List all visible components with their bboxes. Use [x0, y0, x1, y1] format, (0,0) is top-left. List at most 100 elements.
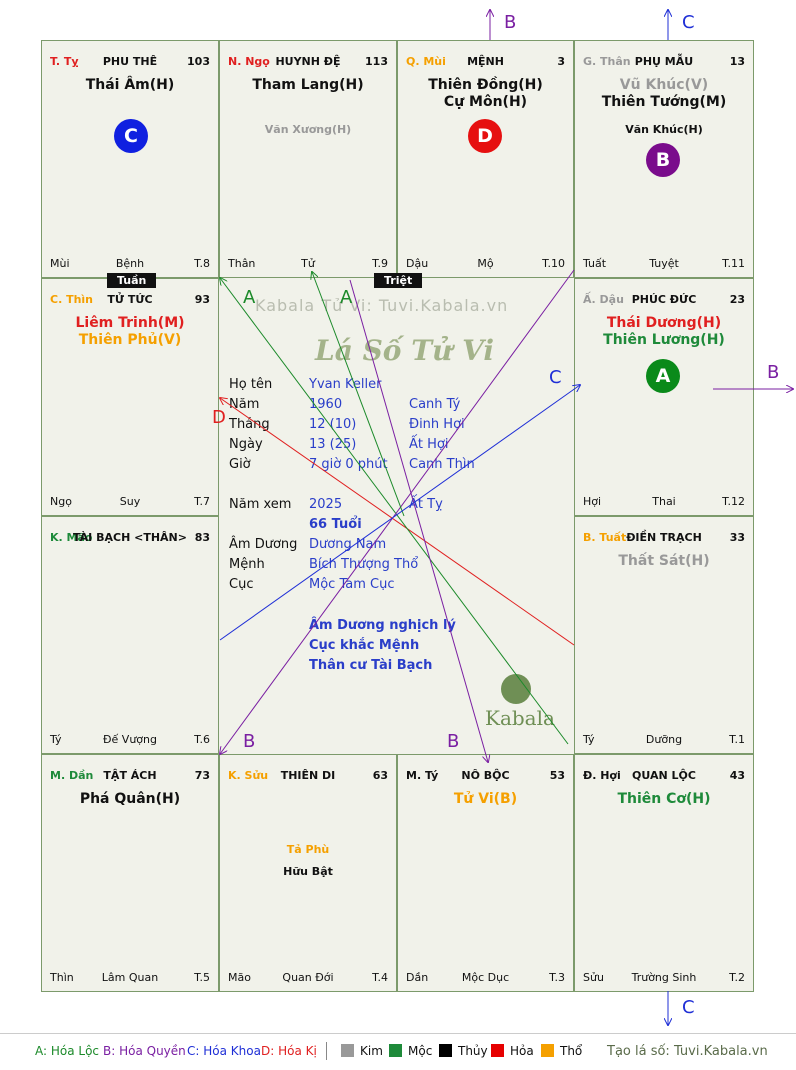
main-stars: Phá Quân(H)	[42, 791, 218, 808]
palace-footer-left: Hợi	[583, 495, 602, 508]
palace-footer-left: Mão	[228, 971, 251, 984]
palace-number: 73	[194, 769, 210, 782]
palace-than[interactable]: G. Thân PHỤ MẪU 13 Vũ Khúc(V) Thiên Tướn…	[574, 40, 754, 278]
palace-footer-right: T.2	[729, 971, 745, 984]
note-cuc-khac: Cục khắc Mệnh	[309, 638, 420, 653]
value-nam-can: Canh Tý	[409, 397, 461, 412]
legend-site-link[interactable]: Tạo lá số: Tuvi.Kabala.vn	[607, 1044, 768, 1059]
palace-branch: Ấ. Dậu	[583, 293, 624, 306]
palace-ngo[interactable]: N. Ngọ HUYNH ĐỆ 113 Tham Lang(H) Văn Xươ…	[219, 40, 397, 278]
main-stars: Thiên Cơ(H)	[575, 791, 753, 808]
label-gio: Giờ	[229, 457, 251, 472]
value-gio: 7 giờ 0 phút	[309, 457, 388, 472]
hoa-khoa-circle: C	[114, 119, 148, 153]
palace-branch: K. Mão	[50, 531, 93, 544]
palace-footer-right: T.5	[194, 971, 210, 984]
palace-branch: Q. Mùi	[406, 55, 446, 68]
legend-kim: Kim	[341, 1044, 383, 1058]
palace-branch: G. Thân	[583, 55, 631, 68]
palace-branch: M. Tý	[406, 769, 439, 782]
palace-footer-center: Quan Đới	[282, 971, 334, 984]
main-stars: Tham Lang(H)	[220, 77, 396, 94]
main-star-1: Tử Vi(B)	[453, 791, 518, 807]
palace-mao[interactable]: K. Mão TÀI BẠCH <THÂN> 83 Tý Đế Vượng T.…	[41, 516, 219, 754]
legend: A: Hóa Lộc B: Hóa Quyền C: Hóa Khoa D: H…	[0, 1033, 796, 1064]
palace-dan[interactable]: M. Dần TẬT ÁCH 73 Phá Quân(H) Thìn Lâm Q…	[41, 754, 219, 992]
palace-name: PHÚC ĐỨC	[631, 293, 697, 306]
main-star-1: Thiên Cơ(H)	[617, 791, 711, 807]
legend-hoa-khoa: C: Hóa Khoa	[187, 1044, 261, 1058]
chart-title: Lá Số Tử Vi	[315, 334, 495, 367]
palace-name: TẬT ÁCH	[103, 769, 157, 782]
value-nam-xem: 2025	[309, 497, 343, 512]
minor-star: Văn Khúc(H)	[625, 123, 703, 136]
main-star-1: Phá Quân(H)	[79, 791, 181, 807]
line-b-bl	[220, 269, 575, 754]
main-stars: Thái Âm(H)	[42, 77, 218, 94]
main-star-1: Thái Dương(H)	[606, 315, 722, 331]
note-than-cu: Thân cư Tài Bạch	[309, 658, 433, 673]
label-a-2: A	[340, 287, 353, 308]
palace-mui[interactable]: Q. Mùi MỆNH 3 Thiên Đồng(H) Cự Môn(H) Dậ…	[397, 40, 574, 278]
palace-branch: N. Ngọ	[228, 55, 270, 68]
hoa-ki-circle: D	[468, 119, 502, 153]
line-a-1	[220, 278, 569, 745]
label-b-bl: B	[243, 731, 256, 752]
main-star-1: Liêm Trinh(M)	[75, 315, 185, 331]
palace-footer-left: Sửu	[583, 971, 604, 984]
value-ngay: 13 (25)	[309, 437, 357, 452]
main-stars: Liêm Trinh(M) Thiên Phủ(V)	[42, 315, 218, 349]
palace-footer-right: T.6	[194, 733, 210, 746]
hoa-quyen-circle: B	[646, 143, 680, 177]
label-b-right: B	[767, 362, 780, 383]
main-star-2: Thiên Lương(H)	[603, 332, 725, 348]
palace-number: 33	[729, 531, 745, 544]
palace-name: ĐIỀN TRẠCH	[626, 531, 702, 544]
palace-number: 103	[187, 55, 210, 68]
palace-dau[interactable]: Ấ. Dậu PHÚC ĐỨC 23 Thái Dương(H) Thiên L…	[574, 278, 754, 516]
palace-footer-left: Dậu	[406, 257, 429, 270]
palace-ty[interactable]: T. Tỵ PHU THÊ 103 Thái Âm(H) Mùi Bệnh T.…	[41, 40, 219, 278]
palace-footer-center: Trường Sinh	[631, 971, 697, 984]
legend-thuy: Thủy	[439, 1044, 488, 1058]
label-b-bm: B	[447, 731, 460, 752]
palace-footer-left: Thân	[228, 257, 256, 270]
palace-tyy[interactable]: M. Tý NÔ BỘC 53 Tử Vi(B) Dần Mộc Dục T.3	[397, 754, 574, 992]
kabala-logo-icon	[501, 674, 531, 704]
label-nam: Năm	[229, 397, 260, 412]
palace-branch: T. Tỵ	[50, 55, 79, 68]
legend-hoa-loc: A: Hóa Lộc	[35, 1044, 100, 1058]
palace-footer-right: T.10	[542, 257, 565, 270]
palace-number: 63	[372, 769, 388, 782]
line-d	[220, 398, 575, 646]
palace-footer-left: Mùi	[50, 257, 70, 270]
palace-name: TỬ TỨC	[107, 293, 153, 306]
palace-footer-center: Mộ	[477, 257, 494, 270]
palace-number: 53	[549, 769, 565, 782]
palace-branch: B. Tuất	[583, 531, 627, 544]
legend-hoa: Hỏa	[491, 1044, 534, 1058]
kabala-logo-text: Kabala	[485, 706, 555, 730]
palace-thin[interactable]: C. Thìn TỬ TỨC 93 Liêm Trinh(M) Thiên Ph…	[41, 278, 219, 516]
palace-hoi[interactable]: Đ. Hợi QUAN LỘC 43 Thiên Cơ(H) Sửu Trườn…	[574, 754, 754, 992]
watermark: Kabala Tử Vi: Tuvi.Kabala.vn	[255, 296, 509, 315]
main-star-2: Thiên Phủ(V)	[78, 332, 182, 348]
palace-footer-left: Thìn	[50, 971, 74, 984]
palace-footer-left: Dần	[406, 971, 429, 984]
legend-tho: Thổ	[541, 1044, 582, 1058]
minor-star: Văn Xương(H)	[264, 123, 352, 136]
palace-number: 43	[729, 769, 745, 782]
label-menh: Mệnh	[229, 557, 265, 572]
palace-branch: M. Dần	[50, 769, 94, 782]
value-ho-ten: Yvan Keller	[309, 377, 382, 392]
palace-footer-right: T.1	[729, 733, 745, 746]
palace-tuat[interactable]: B. Tuất ĐIỀN TRẠCH 33 Thất Sát(H) Tý Dưỡ…	[574, 516, 754, 754]
label-cuc: Cục	[229, 577, 254, 592]
minor-star: Tả Phù	[286, 843, 330, 856]
main-star-1: Thái Âm(H)	[85, 77, 175, 93]
minor-star-2: Hữu Bật	[283, 865, 333, 878]
palace-footer-left: Tý	[50, 733, 62, 746]
legend-hoa-quyen: B: Hóa Quyền	[103, 1044, 186, 1058]
main-stars: Vũ Khúc(V) Thiên Tướng(M)	[575, 77, 753, 111]
